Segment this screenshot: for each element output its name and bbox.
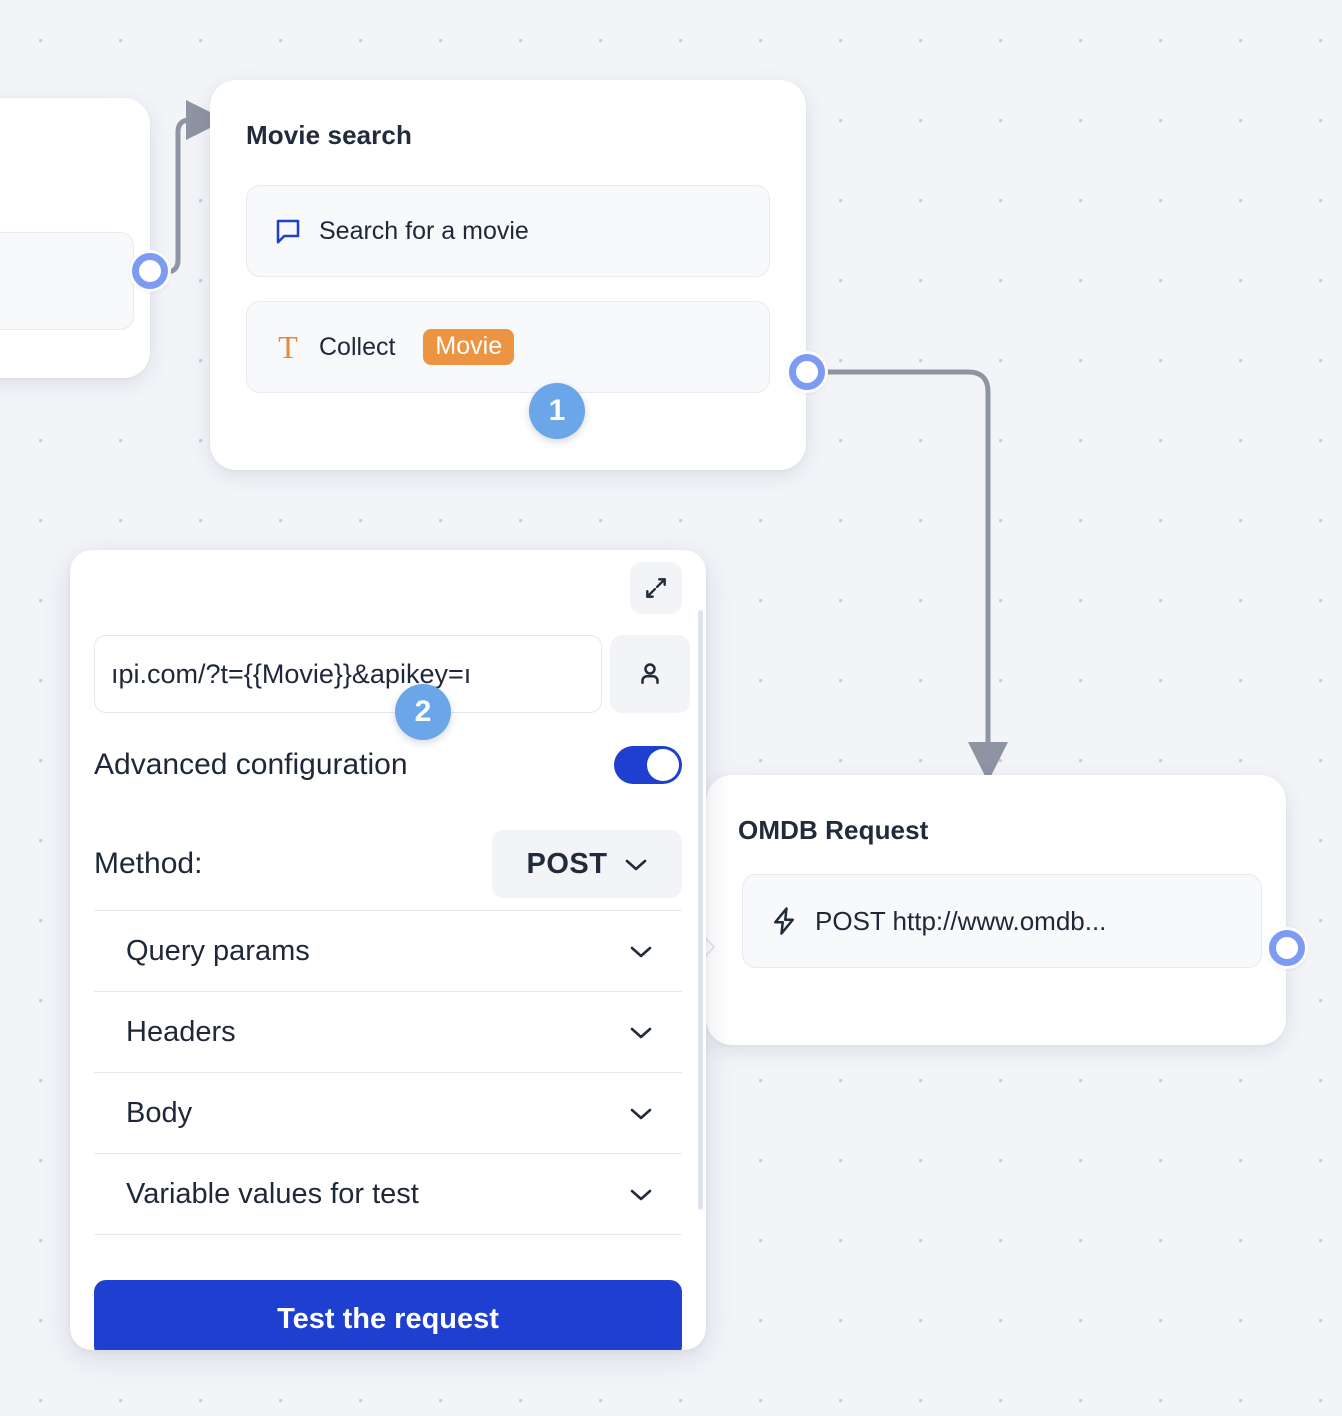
section-variable-values-for-test[interactable]: Variable values for test [94, 1154, 682, 1235]
chevron-down-icon [630, 1108, 652, 1119]
output-handle-omdb-request[interactable] [1266, 927, 1308, 969]
text-t-icon: T [278, 329, 298, 365]
output-handle-partial-node[interactable] [129, 250, 171, 292]
node-omdb-request[interactable]: OMDB Request POST http://www.omdb... [706, 775, 1286, 1045]
node-item-collect-movie[interactable]: T Collect Movie [246, 301, 770, 393]
lightning-bolt-icon [769, 906, 799, 936]
expand-diagonal-icon [646, 578, 666, 598]
method-dropdown[interactable]: POST [492, 830, 682, 898]
test-the-request-button[interactable]: Test the request [94, 1280, 682, 1350]
method-label: Method: [94, 847, 203, 880]
chevron-down-icon [630, 1027, 652, 1038]
section-label: Query params [126, 934, 310, 967]
node-title-omdb-request: OMDB Request [738, 815, 929, 845]
node-item-label: Search for a movie [319, 216, 529, 245]
chevron-down-icon [626, 859, 647, 870]
panel-scrollbar[interactable] [698, 610, 703, 1210]
select-user-button[interactable] [610, 635, 690, 713]
output-handle-movie-search[interactable] [786, 351, 828, 393]
node-item-search-for-a-movie[interactable]: Search for a movie [246, 185, 770, 277]
node-item-label: Collect [319, 332, 396, 361]
advanced-configuration-toggle[interactable] [614, 746, 682, 784]
url-row [94, 635, 690, 713]
variable-chip-movie[interactable]: Movie [423, 329, 515, 365]
step-badge-1: 1 [529, 383, 585, 439]
section-label: Headers [126, 1015, 236, 1048]
person-icon [641, 663, 659, 684]
method-row: Method: POST [94, 830, 682, 898]
chat-bubble-icon [273, 216, 303, 246]
node-item-post-request[interactable]: POST http://www.omdb... [742, 874, 1262, 968]
method-value: POST [526, 847, 608, 880]
node-item-label: POST http://www.omdb... [815, 905, 1107, 936]
advanced-configuration-row: Advanced configuration [94, 746, 682, 784]
partial-node-item[interactable] [0, 232, 134, 330]
section-label: Body [126, 1096, 193, 1129]
advanced-configuration-label: Advanced configuration [94, 748, 408, 781]
request-url-input[interactable] [94, 635, 602, 713]
chevron-down-icon [630, 1189, 652, 1200]
chevron-down-icon [630, 946, 652, 957]
node-title-movie-search: Movie search [246, 120, 412, 150]
section-query-params[interactable]: Query params [94, 911, 682, 992]
section-body[interactable]: Body [94, 1073, 682, 1154]
section-headers[interactable]: Headers [94, 992, 682, 1073]
section-label: Variable values for test [126, 1177, 419, 1210]
node-movie-search[interactable]: Movie search Search for a movie T Collec… [210, 80, 806, 470]
request-sections-accordion: Query params Headers Body Variable value… [94, 910, 682, 1235]
request-config-panel[interactable]: Advanced configuration Method: POST Quer… [70, 550, 706, 1350]
expand-panel-button[interactable] [630, 562, 682, 614]
step-badge-2: 2 [395, 684, 451, 740]
partial-node-card[interactable] [0, 98, 150, 378]
